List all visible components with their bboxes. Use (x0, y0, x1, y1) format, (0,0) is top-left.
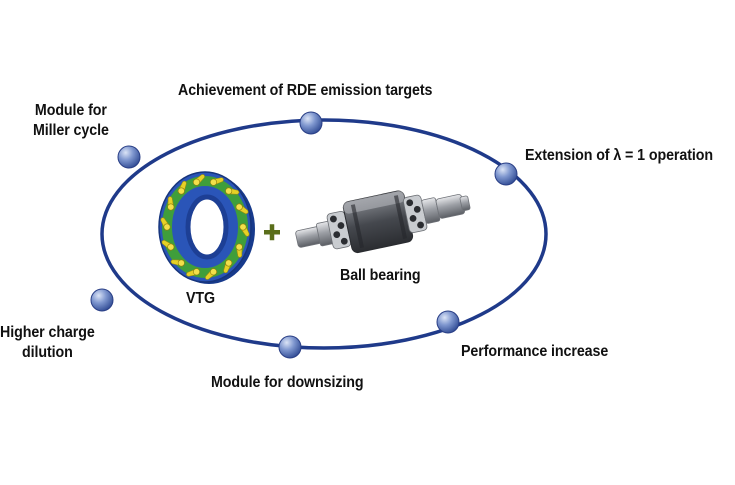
label-downsizing: Module for downsizing (211, 374, 364, 391)
vtg-vane-pin (167, 243, 175, 251)
vtg-vane-pin (210, 178, 218, 186)
bearing-ball (330, 215, 337, 223)
bearing-ball (337, 222, 345, 229)
vtg-vane-pin (235, 203, 243, 211)
bearing-ball (340, 237, 348, 245)
label-miller-cycle-line2: Miller cycle (33, 122, 109, 139)
ring-nodes (90, 111, 518, 359)
vtg-vane-pin (225, 187, 233, 195)
label-vtg: VTG (186, 290, 216, 307)
node-left (90, 288, 114, 312)
label-miller-cycle-line1: Module for (34, 102, 107, 119)
label-charge-dilution-line2: dilution (21, 344, 73, 361)
label-miller-cycle: Module for Miller cycle (33, 101, 109, 141)
vtg-ring-icon (158, 171, 255, 284)
vtg-vane-pin (177, 187, 185, 195)
vtg-vane-pin (235, 243, 243, 251)
node-bottom (278, 335, 302, 359)
vtg-vane-pin (225, 259, 233, 267)
label-performance-increase: Performance increase (461, 343, 609, 360)
vtg-vane-pin (239, 223, 247, 231)
vtg-vane-pin (177, 259, 185, 267)
node-right (494, 162, 518, 186)
bearing-ball (409, 215, 417, 222)
vtg-vane-pin (163, 223, 171, 231)
label-rde-targets: Achievement of RDE emission targets (178, 82, 433, 99)
label-ball-bearing: Ball bearing (340, 267, 421, 284)
orbit-ring (100, 118, 548, 350)
plus-sign-icon (264, 224, 280, 241)
vtg-vane-pin (210, 268, 218, 276)
node-top-left (117, 145, 141, 169)
vtg-vane-pin (167, 203, 175, 211)
label-lambda-operation: Extension of λ = 1 operation (525, 147, 713, 164)
vtg-vane-pin (193, 178, 201, 186)
bearing-ball (333, 231, 341, 239)
node-bottom-right (436, 310, 460, 334)
bearing-ball (417, 221, 424, 229)
bearing-ball (413, 205, 421, 213)
ball-bearing-cartridge-icon (295, 190, 471, 254)
bearing-ball (406, 199, 414, 207)
label-charge-dilution-line1: Higher charge (0, 324, 95, 341)
vtg-vane-pin (193, 268, 201, 276)
label-charge-dilution: Higher charge dilution (0, 323, 95, 363)
node-top (299, 111, 323, 135)
